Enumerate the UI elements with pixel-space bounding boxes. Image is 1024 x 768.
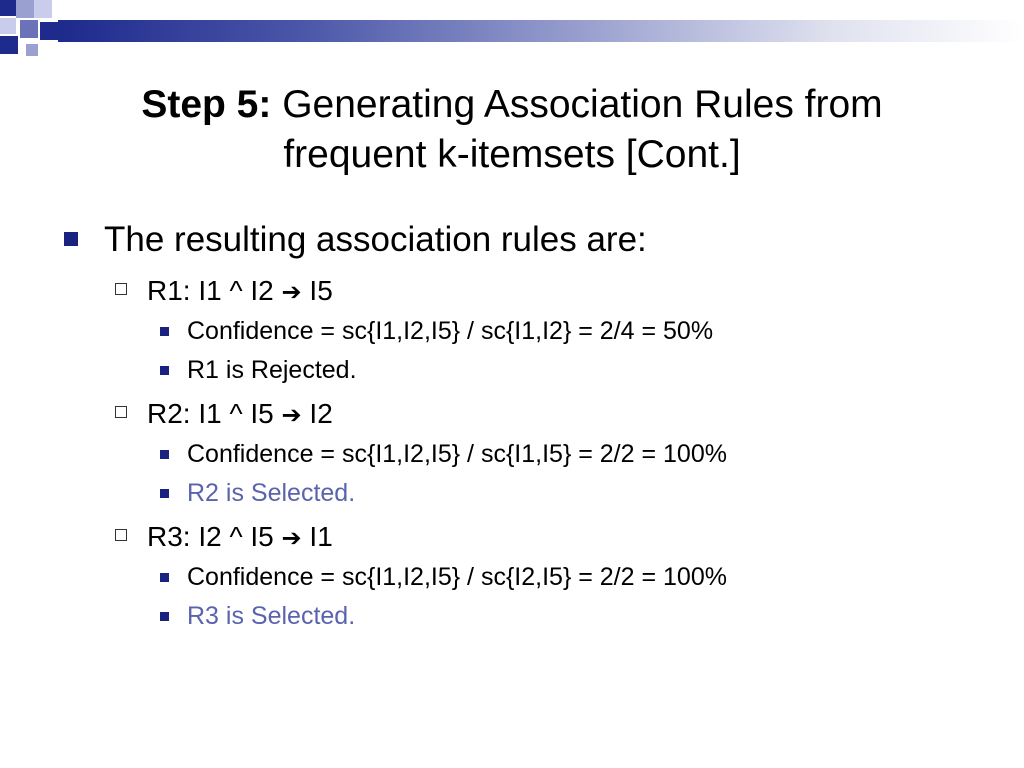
hollow-square-bullet-icon (115, 529, 127, 541)
rule-label: R1: I1 ^ I2 (147, 275, 282, 306)
rule-item: R3: I2 ^ I5 ➔ I1 (115, 519, 333, 557)
arrow-right-icon: ➔ (281, 402, 302, 429)
decor-square (20, 20, 38, 38)
rule-consequent: I5 (301, 275, 333, 306)
square-bullet-icon (160, 573, 169, 582)
arrow-right-icon: ➔ (281, 525, 302, 552)
verdict-item: R1 is Rejected. (160, 354, 357, 386)
confidence-item: Confidence = sc{I1,I2,I5} / sc{I1,I5} = … (160, 438, 727, 470)
decor-square (0, 18, 16, 34)
verdict-text: R1 is Rejected. (187, 356, 357, 384)
intro-text: The resulting association rules are: (104, 220, 647, 259)
square-bullet-icon (64, 232, 78, 246)
square-bullet-icon (160, 366, 169, 375)
rule-label: R3: I2 ^ I5 (147, 521, 282, 552)
title-line-2: frequent k-itemsets [Cont.] (283, 133, 741, 176)
slide-title: Step 5: Generating Association Rules fro… (0, 80, 1024, 180)
arrow-right-icon: ➔ (281, 279, 302, 306)
header-decoration (0, 0, 1024, 56)
title-line-1: Step 5: Generating Association Rules fro… (0, 80, 1024, 130)
title-text: Generating Association Rules from (271, 83, 883, 126)
verdict-text: R2 is Selected. (187, 479, 356, 507)
decor-square (0, 36, 18, 54)
decor-square (26, 44, 38, 56)
decor-square (16, 0, 34, 18)
decor-square (40, 22, 58, 40)
square-bullet-icon (160, 450, 169, 459)
confidence-item: Confidence = sc{I1,I2,I5} / sc{I1,I2} = … (160, 315, 714, 347)
confidence-text: Confidence = sc{I1,I2,I5} / sc{I2,I5} = … (187, 563, 727, 591)
rule-label: R2: I1 ^ I5 (147, 398, 282, 429)
rule-consequent: I2 (301, 398, 333, 429)
verdict-text: R3 is Selected. (187, 602, 356, 630)
intro-item: The resulting association rules are: (64, 218, 647, 262)
square-bullet-icon (160, 489, 169, 498)
square-bullet-icon (160, 327, 169, 336)
decor-square (0, 0, 16, 16)
square-bullet-icon (160, 612, 169, 621)
rule-consequent: I1 (301, 521, 333, 552)
confidence-item: Confidence = sc{I1,I2,I5} / sc{I2,I5} = … (160, 561, 727, 593)
verdict-item: R2 is Selected. (160, 477, 356, 509)
header-gradient-bar (58, 20, 1024, 42)
hollow-square-bullet-icon (115, 283, 127, 295)
confidence-text: Confidence = sc{I1,I2,I5} / sc{I1,I2} = … (187, 317, 714, 345)
verdict-item: R3 is Selected. (160, 600, 356, 632)
rule-item: R2: I1 ^ I5 ➔ I2 (115, 396, 333, 434)
title-step-label: Step 5: (141, 83, 272, 126)
confidence-text: Confidence = sc{I1,I2,I5} / sc{I1,I5} = … (187, 440, 727, 468)
hollow-square-bullet-icon (115, 406, 127, 418)
decor-square (34, 0, 52, 18)
rule-item: R1: I1 ^ I2 ➔ I5 (115, 273, 333, 311)
